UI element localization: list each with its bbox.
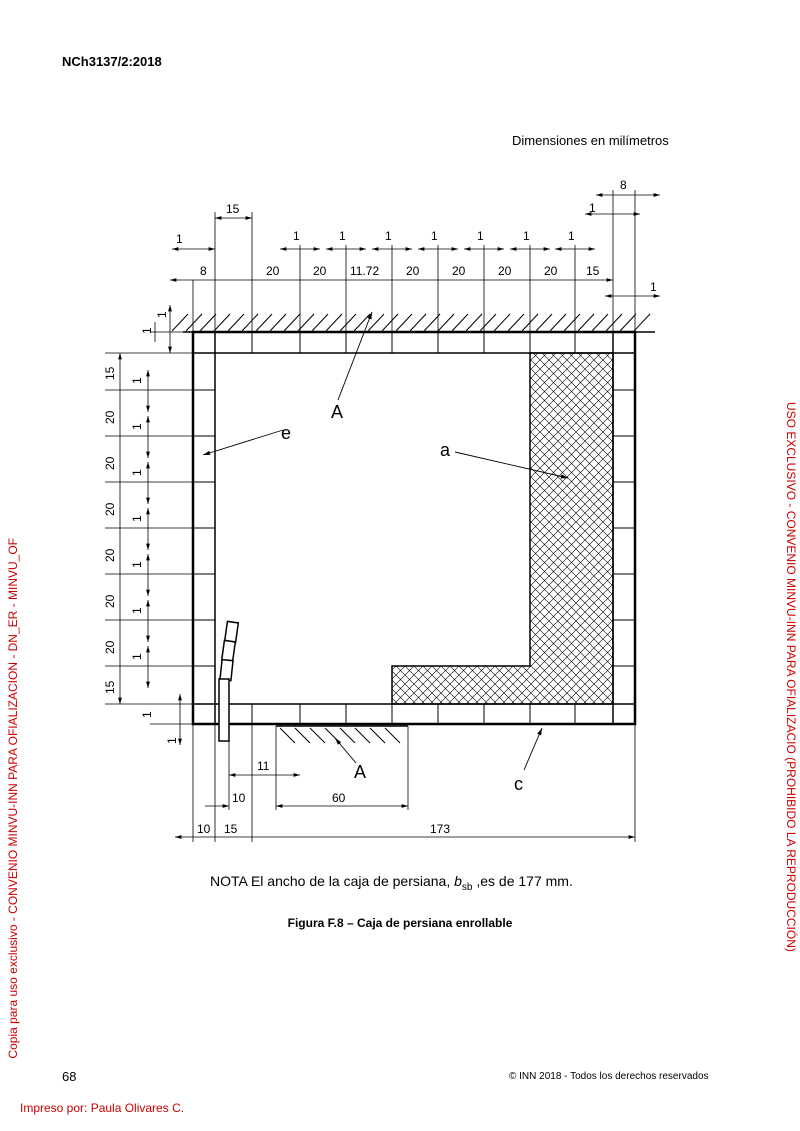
label-A-top: A <box>331 402 343 422</box>
dim-left-small-1: 1 <box>130 377 144 384</box>
dim-top-small-3: 1 <box>339 229 346 243</box>
dim-top-small-1: 1 <box>176 232 183 246</box>
label-A-bottom: A <box>354 762 366 782</box>
dim-top-20-4: 20 <box>452 264 466 278</box>
dim-left-1-bottom-a: 1 <box>140 711 154 718</box>
dim-left-small-5: 1 <box>130 561 144 568</box>
dim-left-20-6: 20 <box>103 640 117 654</box>
note-suffix: ,es de 177 mm. <box>472 873 573 889</box>
figure-note: NOTA El ancho de la caja de persiana, bs… <box>210 873 573 893</box>
dim-top-20-2: 20 <box>313 264 327 278</box>
dim-bottom-11: 11 <box>257 759 270 773</box>
dim-left-small-2: 1 <box>130 423 144 430</box>
dim-left-small-6: 1 <box>130 607 144 614</box>
dim-bottom-10-a: 10 <box>232 791 246 805</box>
dim-left-1-upper: 1 <box>155 311 169 318</box>
dim-left-15-top: 15 <box>103 366 117 380</box>
bottom-wall-hatch <box>279 727 401 744</box>
dim-top-11-72: 11.72 <box>350 264 379 278</box>
dim-top-small-2: 1 <box>293 229 300 243</box>
dimensions-note: Dimensiones en milímetros <box>512 133 669 148</box>
copyright-notice: © INN 2018 - Todos los derechos reservad… <box>509 1071 709 1082</box>
document-code: NCh3137/2:2018 <box>62 54 162 69</box>
label-a: a <box>440 440 451 460</box>
dim-top-20-3: 20 <box>406 264 420 278</box>
watermark-right: USO EXCLUSIVO - CONVENIO MINVU-INN PARA … <box>784 402 798 952</box>
dim-top-right-1a: 1 <box>589 201 596 215</box>
dim-top-8: 8 <box>200 264 207 278</box>
dim-top-small-4: 1 <box>385 229 392 243</box>
dim-left-20-5: 20 <box>103 594 117 608</box>
dim-top-20-5: 20 <box>498 264 512 278</box>
figure-caption: Figura F.8 – Caja de persiana enrollable <box>287 916 513 930</box>
dim-left-20-1: 20 <box>103 410 117 424</box>
curtain-slats <box>218 620 240 742</box>
dim-top-20-1: 20 <box>266 264 280 278</box>
note-symbol: b <box>454 873 462 889</box>
label-c: c <box>514 774 523 794</box>
insulation-region <box>391 352 614 705</box>
dim-bottom-60: 60 <box>332 791 346 805</box>
dim-left-20-4: 20 <box>103 548 117 562</box>
dim-top-15: 15 <box>586 264 600 278</box>
watermark-left: Copia para uso exclusivo - CONVENIO MINV… <box>6 538 20 1059</box>
dim-bottom-10-b: 10 <box>197 822 211 836</box>
dim-left-1-bottom-b: 1 <box>165 737 179 744</box>
dim-top-small-6: 1 <box>477 229 484 243</box>
note-prefix: NOTA El ancho de la caja de persiana, <box>210 873 455 889</box>
page-number: 68 <box>62 1069 77 1084</box>
dim-bottom-173: 173 <box>430 822 450 836</box>
roller-shutter-box-drawing: a c e A A 8 20 20 11.72 20 20 20 20 15 1… <box>103 178 660 842</box>
top-wall-hatch <box>171 313 651 332</box>
dim-top-20-6: 20 <box>544 264 558 278</box>
printed-by-stamp: Impreso por: Paula Olivares C. <box>20 1101 185 1115</box>
dim-left-1-top: 1 <box>140 327 154 334</box>
dim-top-right-1b: 1 <box>650 280 657 294</box>
dim-left-15-bottom: 15 <box>103 680 117 694</box>
dim-top-small-5: 1 <box>431 229 438 243</box>
dim-bottom-15: 15 <box>224 822 238 836</box>
dim-top-right-8: 8 <box>620 178 627 192</box>
dim-left-small-3: 1 <box>130 469 144 476</box>
dim-top-15-upper: 15 <box>226 202 240 216</box>
label-e: e <box>281 423 291 443</box>
dim-left-20-3: 20 <box>103 502 117 516</box>
dim-left-small-4: 1 <box>130 515 144 522</box>
dim-left-20-2: 20 <box>103 456 117 470</box>
note-subscript: sb <box>461 881 473 893</box>
dim-top-small-8: 1 <box>568 229 575 243</box>
dim-left-small-7: 1 <box>130 653 144 660</box>
dim-top-small-7: 1 <box>523 229 530 243</box>
